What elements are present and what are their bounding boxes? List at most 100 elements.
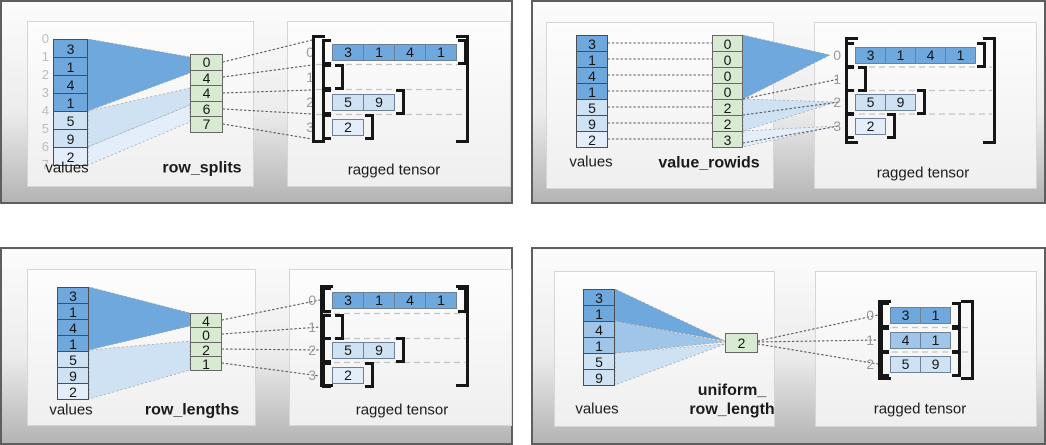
- values-cell: 9: [57, 367, 89, 384]
- connector-dotted-line: [757, 314, 879, 342]
- row-bracket-left: [322, 64, 331, 90]
- tensor-row-index: 2: [308, 342, 316, 358]
- funnel-shape: [88, 286, 191, 351]
- tensor-row-index: 1: [308, 319, 316, 335]
- values-cell: 1: [53, 93, 88, 112]
- funnel-shape: [614, 288, 726, 342]
- row-bracket-left: [880, 302, 889, 328]
- param-cell: 2: [712, 99, 743, 116]
- row-bracket-right: [365, 114, 374, 140]
- tensor-cell: 2: [332, 118, 364, 136]
- row-bracket-right: [365, 362, 374, 388]
- values-cell: 1: [57, 303, 89, 320]
- tensor-row-index: 3: [833, 118, 841, 134]
- tensor-cell: 4: [394, 43, 426, 61]
- tensor-row-index: 3: [306, 119, 314, 135]
- param-cell: 0: [190, 327, 222, 343]
- tensor-cell: 9: [363, 341, 395, 359]
- values-cell: 2: [53, 147, 88, 166]
- method-label: value_rowids: [658, 154, 760, 172]
- param-cell: 0: [190, 54, 223, 71]
- tensor-label: ragged tensor: [355, 401, 449, 419]
- value-index: 3: [41, 85, 49, 100]
- connector-dotted-line: [221, 326, 321, 335]
- row-bracket-right: [396, 89, 405, 115]
- param-cell: 0: [712, 83, 743, 100]
- row-bracket-right: [887, 113, 896, 139]
- tensor-cell: 4: [915, 46, 946, 64]
- value-index: 7: [41, 157, 49, 172]
- tensor-cell: 4: [394, 291, 426, 309]
- funnel-shape: [742, 125, 837, 148]
- tensor-cell: 2: [332, 366, 364, 384]
- tensor-cell: 9: [920, 355, 951, 373]
- row-bracket-right: [458, 39, 467, 65]
- connector-dotted-line: [221, 299, 321, 321]
- tensor-outer-bracket-left: [878, 300, 891, 380]
- row-bracket-left: [880, 327, 889, 353]
- tensor-cell: 2: [855, 117, 886, 135]
- row-bracket-right: [952, 351, 961, 377]
- values-cell: 1: [576, 83, 608, 100]
- tensor-cell: 3: [332, 291, 364, 309]
- tensor-cell: 5: [890, 355, 921, 373]
- values-cell: 5: [583, 353, 615, 370]
- tensor-cell: 1: [920, 306, 951, 324]
- row-bracket-right: [396, 337, 405, 363]
- connector-dotted-line: [757, 339, 879, 343]
- values-cell: 1: [583, 337, 615, 354]
- param-cell: 4: [190, 69, 223, 87]
- value-index: 4: [41, 103, 49, 118]
- values-cell: 5: [53, 111, 88, 130]
- tensor-cell: 5: [855, 93, 886, 111]
- param-cell: 6: [190, 100, 223, 118]
- funnel-shape: [88, 340, 191, 400]
- values-label: values: [45, 159, 89, 177]
- values-cell: 3: [57, 287, 89, 304]
- tensor-card: [815, 271, 1037, 427]
- values-cell: 4: [583, 321, 615, 338]
- funnel-shape: [87, 104, 191, 166]
- tensor-cell: 1: [363, 291, 395, 309]
- method-label: row_splits: [162, 159, 242, 177]
- row-bracket-left: [322, 362, 331, 388]
- values-cell: 2: [57, 383, 89, 400]
- tensor-cell: 3: [890, 306, 921, 324]
- row-bracket-left: [322, 39, 331, 65]
- row-bracket-left: [845, 42, 854, 68]
- funnel-shape: [742, 98, 837, 132]
- row-bracket-right: [917, 89, 926, 115]
- tensor-cell: 4: [890, 331, 921, 349]
- tensor-row-index: 2: [833, 94, 841, 110]
- connector-dotted-line: [222, 64, 313, 78]
- row-bracket-left: [322, 114, 331, 140]
- values-cell: 5: [57, 351, 89, 368]
- row-bracket-left: [322, 337, 331, 363]
- connectors-overlay: [607, 34, 992, 148]
- values-label: values: [575, 400, 619, 418]
- row-bracket-left: [880, 351, 889, 377]
- values-cell: 9: [583, 369, 615, 386]
- connector-dotted-line: [221, 348, 321, 351]
- funnel-shape: [614, 343, 726, 386]
- value-index: 1: [41, 49, 49, 64]
- tensor-outer-bracket-right: [456, 35, 469, 143]
- tensor-outer-bracket-right: [961, 300, 974, 380]
- values-cell: 9: [576, 115, 608, 132]
- tensor-cell: 5: [332, 93, 364, 111]
- param-cell: 0: [712, 67, 743, 84]
- values-cell: 3: [53, 39, 88, 58]
- row-bracket-right: [335, 64, 344, 90]
- tensor-label: ragged tensor: [347, 161, 441, 179]
- values-cell: 3: [583, 289, 615, 306]
- connector-dotted-line: [222, 89, 313, 94]
- param-cell: 0: [712, 51, 743, 68]
- funnel-shape: [614, 320, 726, 354]
- connector-dotted-line: [742, 125, 840, 144]
- tensor-row-index: 0: [306, 44, 314, 60]
- tensor-cell: 1: [363, 43, 395, 61]
- connector-dotted-line: [742, 101, 840, 116]
- values-cell: 1: [57, 335, 89, 352]
